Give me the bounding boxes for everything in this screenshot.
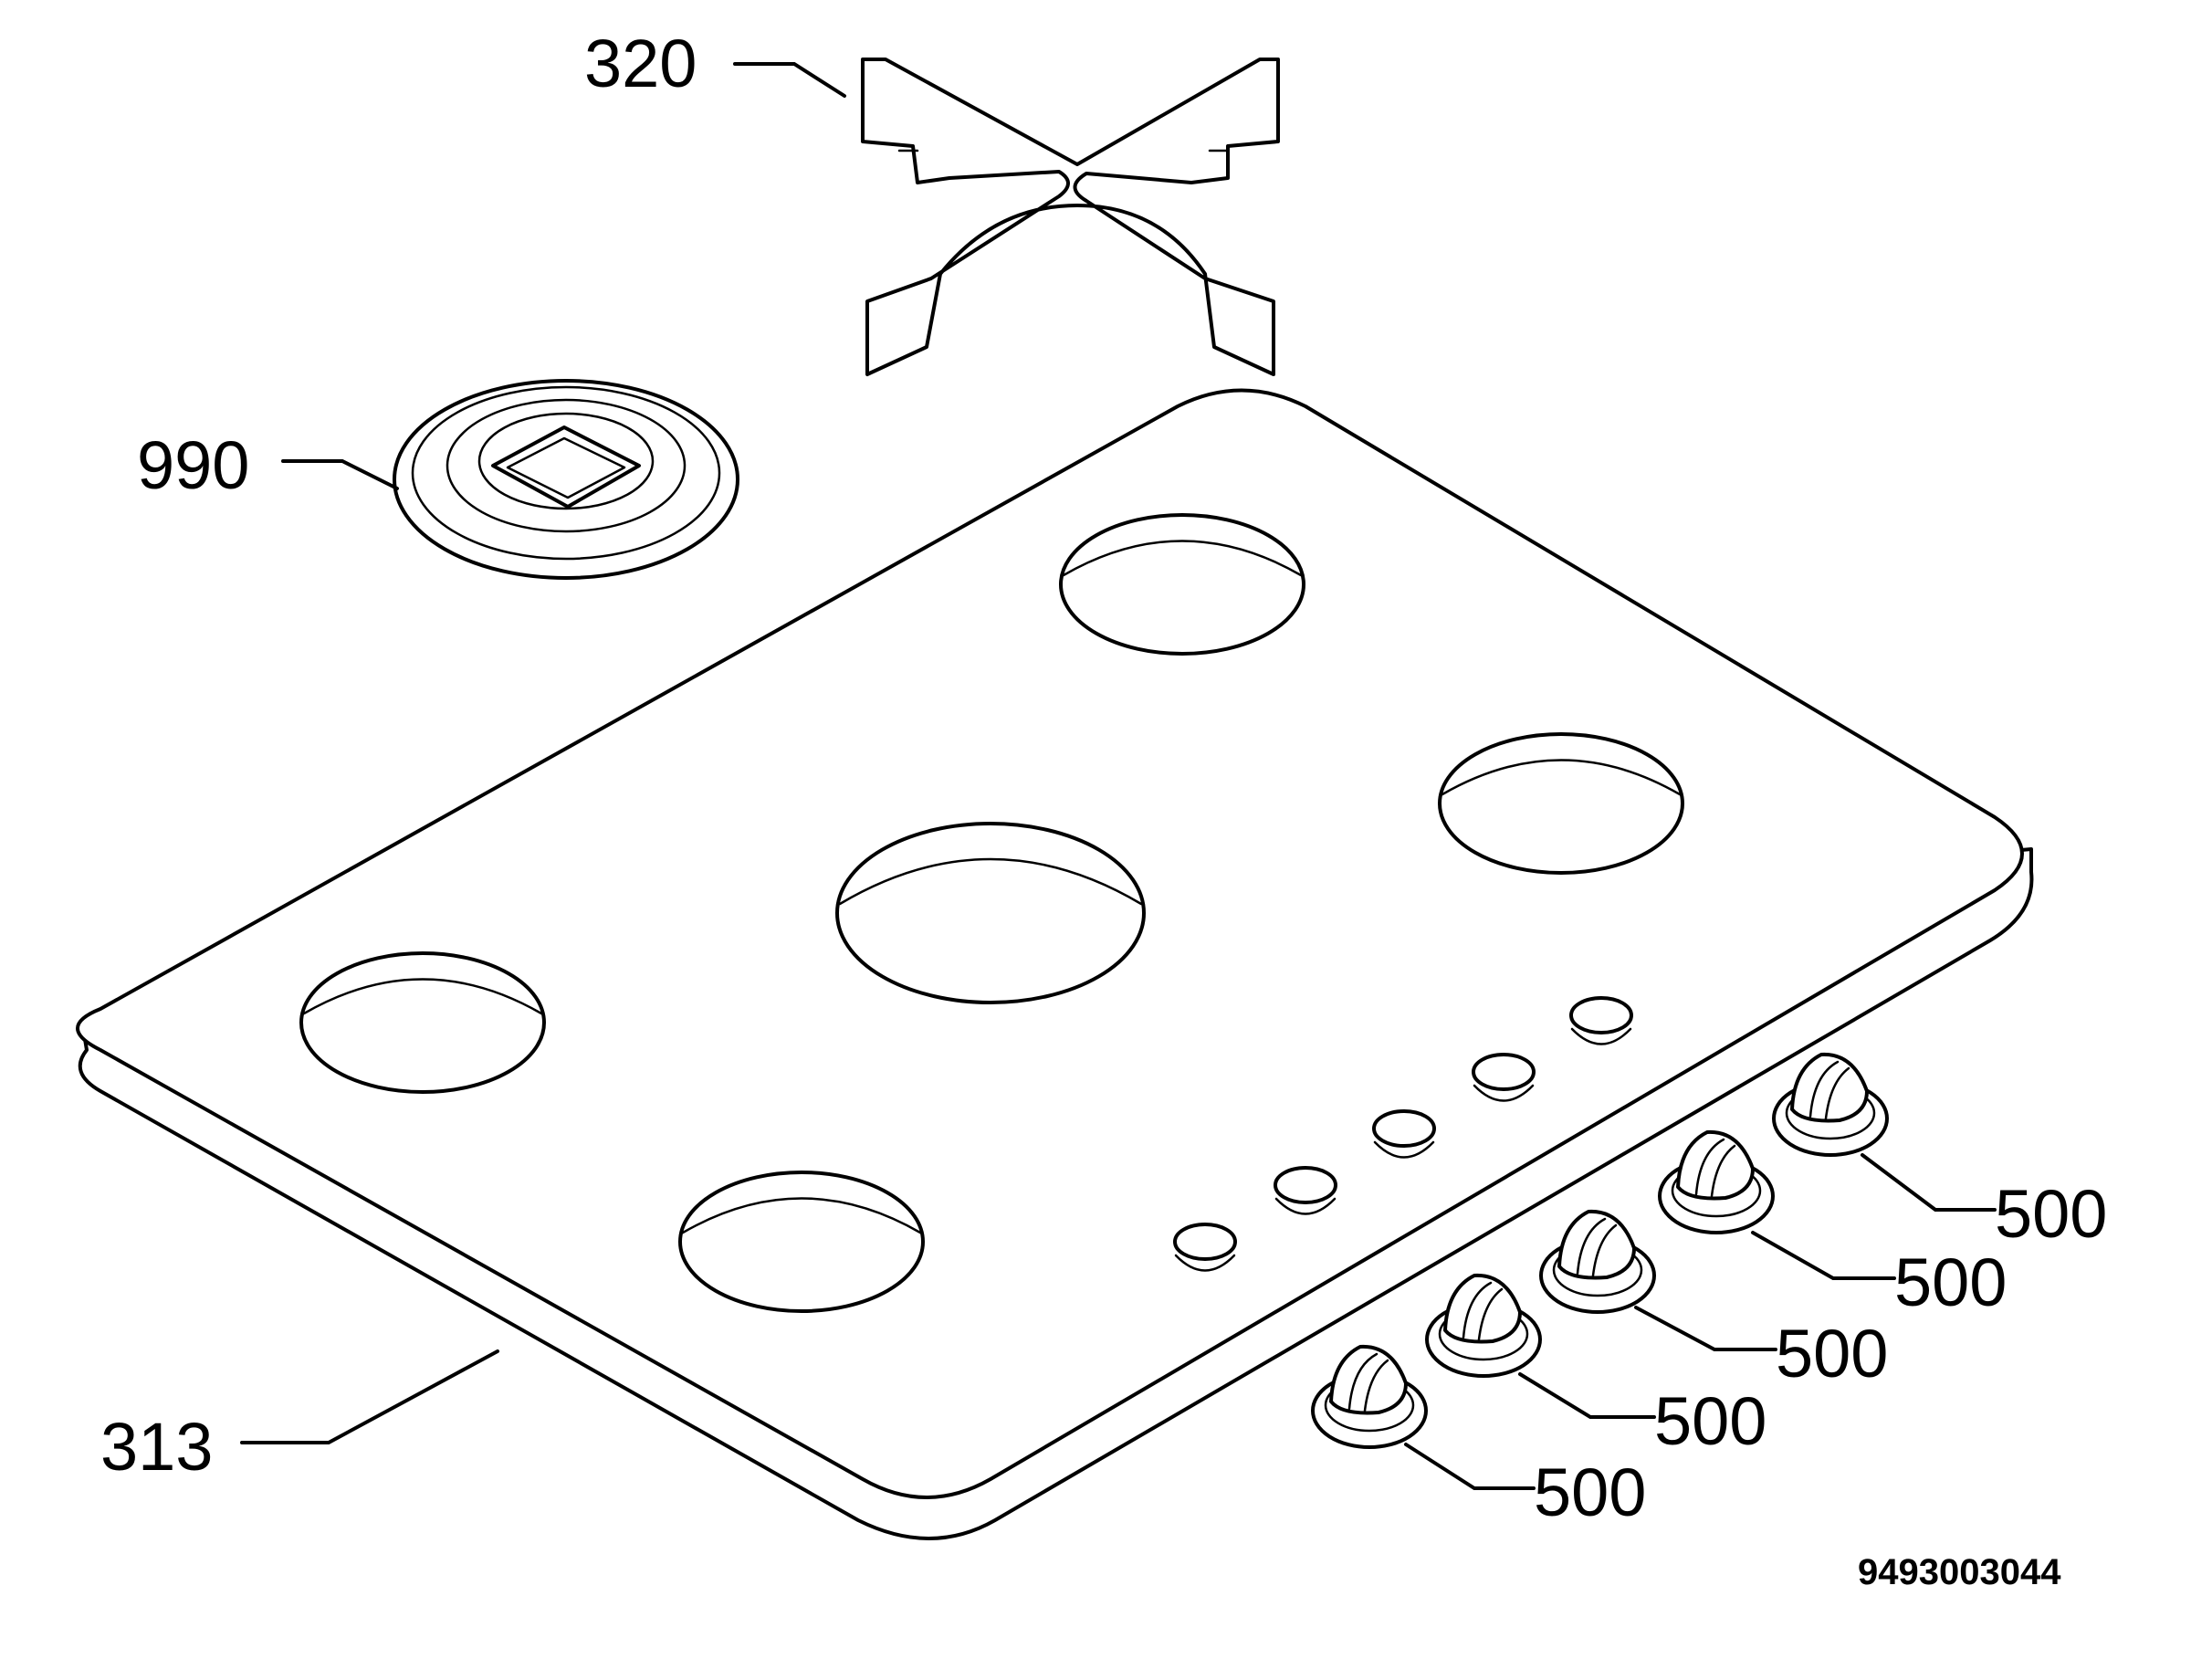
- leader-500-4: [1751, 1231, 1896, 1280]
- knob-socket: [1472, 1053, 1536, 1102]
- drawing-number: 9493003044: [1858, 1552, 2061, 1592]
- burner-hole-rear-right: [1059, 513, 1305, 656]
- burner-cap: [393, 379, 739, 580]
- callout-hob-top: 313: [100, 1409, 213, 1485]
- knob-socket: [1372, 1109, 1436, 1159]
- leader-500-3: [1634, 1306, 1777, 1351]
- leader-313: [240, 1349, 499, 1444]
- leader-500-5: [1861, 1153, 1997, 1212]
- leader-500-1: [1404, 1443, 1536, 1490]
- burner-hole-center-large: [835, 822, 1146, 1004]
- burner-hole-right: [1438, 732, 1684, 875]
- leader-500-2: [1518, 1372, 1656, 1419]
- knob-socket: [1274, 1166, 1337, 1215]
- hob-top-plate: [76, 388, 2034, 1540]
- callout-labels: 320 990 313 500 500 500 500 500 94930030…: [100, 26, 2107, 1592]
- callout-knob-4: 500: [1894, 1244, 2007, 1320]
- control-knob: [1658, 1129, 1775, 1234]
- knob-socket: [1173, 1223, 1237, 1272]
- pan-support: [861, 58, 1280, 376]
- control-knob: [1772, 1052, 1889, 1157]
- control-knobs: [1311, 1052, 1889, 1449]
- burner-hole-left: [299, 951, 546, 1094]
- control-knob: [1425, 1273, 1542, 1378]
- callout-burner-cap: 990: [137, 427, 249, 503]
- callout-pan-support: 320: [584, 26, 697, 101]
- control-knob: [1539, 1209, 1656, 1314]
- callout-knob-5: 500: [1995, 1176, 2107, 1252]
- knob-socket: [1569, 996, 1633, 1045]
- burner-hole-front: [678, 1171, 925, 1313]
- control-knob: [1311, 1344, 1428, 1449]
- leader-lines: [240, 62, 1997, 1490]
- knob-sockets: [1173, 996, 1633, 1272]
- callout-knob-1: 500: [1534, 1454, 1646, 1530]
- callout-knob-2: 500: [1654, 1383, 1766, 1459]
- callout-knob-3: 500: [1776, 1316, 1888, 1391]
- leader-990: [281, 459, 399, 490]
- leader-320: [733, 62, 846, 98]
